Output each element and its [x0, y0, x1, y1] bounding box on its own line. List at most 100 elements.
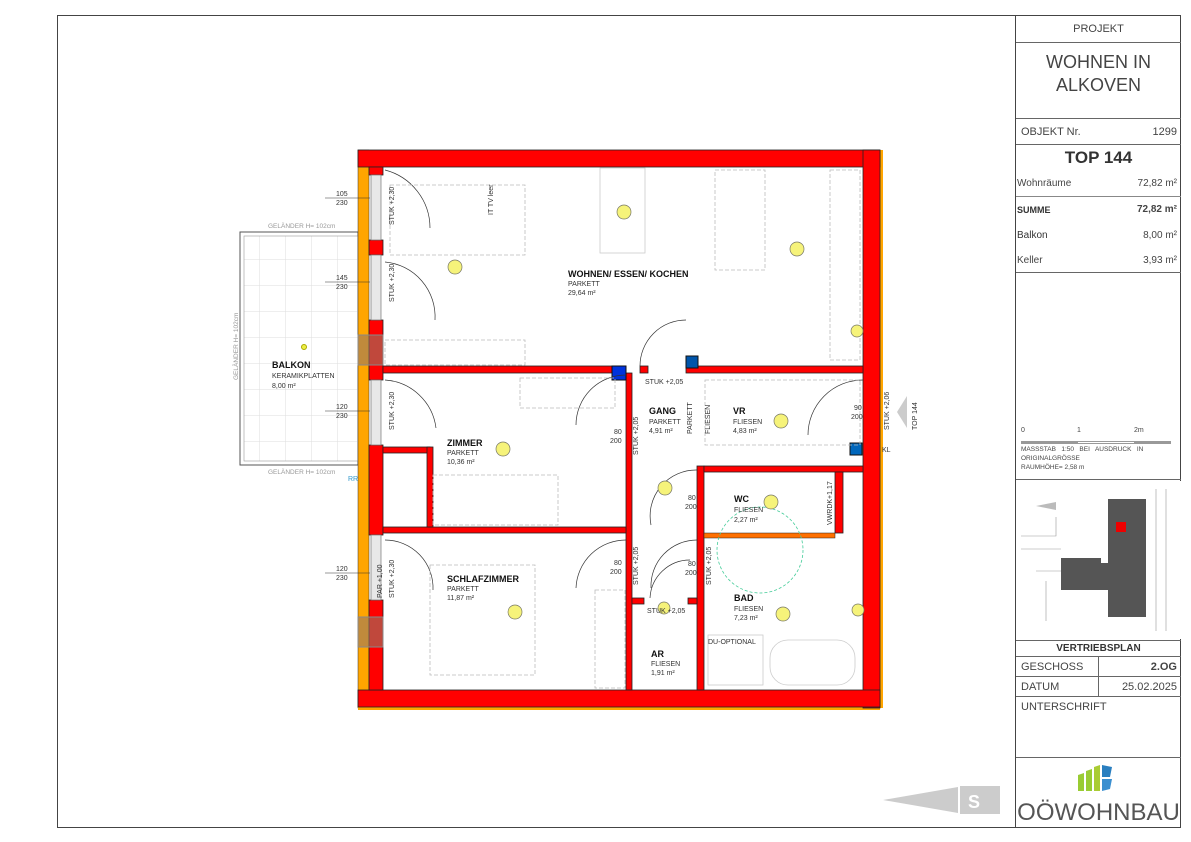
- room-balkon: BALKON KERAMIKPLATTEN 8,00 m²: [272, 360, 335, 390]
- svg-text:1,91 m²: 1,91 m²: [651, 670, 675, 677]
- plan-type: VERTRIEBSPLAN: [1056, 643, 1141, 654]
- svg-text:80: 80: [614, 429, 622, 436]
- svg-text:4,83 m²: 4,83 m²: [733, 428, 757, 435]
- svg-text:90: 90: [854, 405, 862, 412]
- svg-text:200: 200: [851, 414, 863, 421]
- site-plan-thumbnail: [1016, 481, 1181, 639]
- svg-text:STUK +2,06: STUK +2,06: [884, 392, 891, 430]
- svg-text:S: S: [968, 792, 980, 812]
- svg-text:KERAMIKPLATTEN: KERAMIKPLATTEN: [272, 373, 335, 380]
- railing-label-top: GELÄNDER H= 102cm: [268, 222, 335, 230]
- svg-text:TOP 144: TOP 144: [912, 402, 919, 430]
- svg-text:4,91 m²: 4,91 m²: [649, 428, 673, 435]
- svg-text:230: 230: [336, 284, 348, 291]
- project-name-line2: ALKOVEN: [1055, 75, 1142, 95]
- railing-label-side: GELÄNDER H= 102cm: [232, 313, 240, 380]
- svg-text:STUK +2,30: STUK +2,30: [389, 392, 396, 430]
- svg-text:200: 200: [685, 570, 697, 577]
- svg-text:FLIESEN: FLIESEN: [705, 405, 712, 434]
- svg-text:PAR +1,00: PAR +1,00: [377, 564, 384, 598]
- svg-text:BALKON: BALKON: [272, 360, 311, 370]
- area-label: Wohnräume: [1017, 178, 1072, 189]
- svg-text:10,36 m²: 10,36 m²: [447, 459, 475, 466]
- area-value: 72,82 m²: [1136, 204, 1177, 215]
- svg-text:PARKETT: PARKETT: [447, 450, 479, 457]
- svg-text:PARKETT: PARKETT: [687, 402, 694, 434]
- svg-text:FLIESEN: FLIESEN: [733, 419, 762, 426]
- logo-text: OÖWOHNBAU: [1017, 799, 1180, 826]
- title-block: PROJEKT WOHNEN IN ALKOVEN OBJEKT Nr. 129…: [1015, 15, 1181, 828]
- svg-text:145: 145: [336, 275, 348, 282]
- area-value: 72,82 m²: [1137, 178, 1177, 189]
- ceiling-lights: [447, 204, 865, 622]
- svg-text:105: 105: [336, 191, 348, 198]
- svg-text:PARKETT: PARKETT: [447, 586, 479, 593]
- area-value: 3,93 m²: [1143, 255, 1177, 266]
- svg-text:SCHLAFZIMMER: SCHLAFZIMMER: [447, 574, 519, 584]
- svg-text:FLIESEN: FLIESEN: [734, 507, 763, 514]
- svg-text:FLIESEN: FLIESEN: [734, 606, 763, 613]
- svg-text:BAD: BAD: [734, 593, 754, 603]
- svg-text:FLIESEN: FLIESEN: [651, 661, 680, 668]
- svg-text:PARKETT: PARKETT: [568, 281, 600, 288]
- svg-text:11,87 m²: 11,87 m²: [447, 595, 475, 602]
- drawing-frame: [57, 15, 1181, 828]
- project-label: PROJEKT: [1073, 23, 1124, 35]
- svg-text:WC: WC: [734, 494, 749, 504]
- geschoss-value: 2.OG: [1150, 661, 1177, 673]
- project-name-line1: WOHNEN IN: [1046, 52, 1151, 72]
- room-bad: BAD FLIESEN 7,23 m²: [734, 593, 763, 622]
- svg-text:STUK +2,05: STUK +2,05: [645, 379, 683, 386]
- svg-text:200: 200: [610, 438, 622, 445]
- unterschrift-label: UNTERSCHRIFT: [1021, 701, 1107, 713]
- area-label: Keller: [1017, 255, 1043, 266]
- svg-text:80: 80: [688, 561, 696, 568]
- svg-text:230: 230: [336, 575, 348, 582]
- datum-label: DATUM: [1021, 681, 1060, 693]
- room-schlafzimmer: SCHLAFZIMMER PARKETT 11,87 m²: [447, 574, 519, 602]
- svg-text:STUK +2,30: STUK +2,30: [389, 187, 396, 225]
- svg-text:VR: VR: [733, 406, 746, 416]
- svg-text:STUK +2,05: STUK +2,05: [633, 417, 640, 455]
- objekt-value: 1299: [1152, 126, 1177, 138]
- svg-text:ZIMMER: ZIMMER: [447, 438, 483, 448]
- svg-text:120: 120: [336, 404, 348, 411]
- room-vr: VR FLIESEN 4,83 m²: [733, 406, 762, 435]
- room-zimmer: ZIMMER PARKETT 10,36 m²: [447, 438, 483, 466]
- scale-bar: 0 1 2m MASSSTAB 1:50 BEI AUSDRUCK IN ORI…: [1016, 427, 1181, 480]
- svg-text:80: 80: [614, 560, 622, 567]
- svg-text:8,00 m²: 8,00 m²: [272, 383, 296, 390]
- oewohnbau-logo-icon: [1078, 765, 1112, 791]
- area-label: SUMME: [1017, 205, 1051, 215]
- svg-text:7,23 m²: 7,23 m²: [734, 615, 758, 622]
- svg-text:GANG: GANG: [649, 406, 676, 416]
- svg-text:VWRDK+1,17: VWRDK+1,17: [827, 481, 834, 525]
- floor-plan: GELÄNDER H= 102cm GELÄNDER H= 102cm GELÄ…: [232, 149, 1000, 814]
- svg-text:200: 200: [610, 569, 622, 576]
- svg-text:120: 120: [336, 566, 348, 573]
- svg-text:STUK +2,05: STUK +2,05: [633, 547, 640, 585]
- geschoss-label: GESCHOSS: [1021, 661, 1084, 673]
- north-arrow-icon: S: [883, 786, 1000, 814]
- svg-text:DU-OPTIONAL: DU-OPTIONAL: [708, 639, 756, 646]
- room-gang: GANG PARKETT 4,91 m²: [649, 406, 681, 435]
- svg-text:STUK +2,30: STUK +2,30: [389, 560, 396, 598]
- objekt-label: OBJEKT Nr.: [1021, 126, 1081, 138]
- area-label: Balkon: [1017, 230, 1048, 241]
- svg-text:PARKETT: PARKETT: [649, 419, 681, 426]
- svg-text:STUK +2,30: STUK +2,30: [389, 264, 396, 302]
- svg-text:200: 200: [685, 504, 697, 511]
- area-value: 8,00 m²: [1143, 230, 1177, 241]
- railing-label-bottom: GELÄNDER H= 102cm: [268, 468, 335, 476]
- svg-text:STUK +2,05: STUK +2,05: [647, 608, 685, 615]
- svg-text:KL: KL: [882, 447, 891, 454]
- top-number: TOP 144: [1064, 148, 1133, 167]
- datum-value: 25.02.2025: [1121, 681, 1177, 693]
- balcony: GELÄNDER H= 102cm GELÄNDER H= 102cm GELÄ…: [232, 222, 359, 483]
- svg-text:29,64 m²: 29,64 m²: [568, 290, 596, 297]
